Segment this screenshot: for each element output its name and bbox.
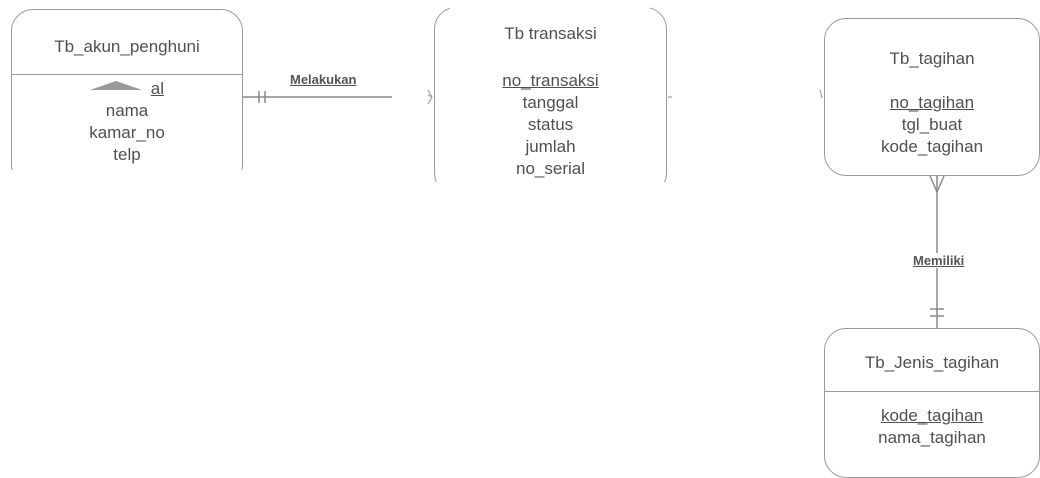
memiliki-many-mark-b <box>936 175 945 193</box>
attribute-nama-tagihan: nama_tagihan <box>878 428 986 447</box>
attribute-tanggal: tanggal <box>522 93 579 112</box>
attribute-kamar-no: kamar_no <box>89 123 165 142</box>
memiliki-many-mark-a <box>929 175 938 193</box>
entity-title: Tb transaksi <box>504 24 597 43</box>
attribute-kode-tagihan: kode_tagihan <box>880 137 984 156</box>
entity-divider <box>825 391 1039 392</box>
attribute-no-tagihan: no_tagihan <box>889 93 975 112</box>
attribute-nama: nama <box>105 101 149 120</box>
relationship-label-memiliki: Memiliki <box>911 253 967 268</box>
attribute-tgl-buat: tgl_buat <box>901 115 963 134</box>
tagihan-left-stub <box>819 89 823 99</box>
entity-tagihan[interactable]: Tb_tagihan no_tagihan tgl_buat kode_tagi… <box>824 18 1040 176</box>
relationship-label-melakukan: Melakukan <box>290 72 357 87</box>
entity-akun-penghuni[interactable]: Tb_akun_penghuni al nama kamar_no telp <box>11 9 243 187</box>
entity-transaksi[interactable]: Tb transaksi no_transaksi tanggal status… <box>434 7 667 195</box>
attribute-telp: telp <box>113 145 141 164</box>
border-fade-akun-bottom <box>11 170 243 190</box>
attribute-list: al nama kamar_no telp <box>12 78 242 166</box>
attribute-no-transaksi: no_transaksi <box>502 71 599 90</box>
border-fade-transaksi-top <box>450 5 650 9</box>
entity-title: Tb_Jenis_tagihan <box>864 353 1000 372</box>
attribute-status: status <box>527 115 574 134</box>
melakukan-many-mark-b <box>427 96 433 105</box>
attribute-jumlah: jumlah <box>525 137 576 156</box>
entity-jenis-tagihan[interactable]: Tb_Jenis_tagihan kode_tagihan nama_tagih… <box>824 328 1040 478</box>
attribute-list: no_tagihan tgl_buat kode_tagihan <box>825 92 1039 158</box>
entity-divider <box>12 74 242 75</box>
entity-title: Tb_akun_penghuni <box>54 37 200 56</box>
attribute-no-serial: no_serial <box>516 159 585 178</box>
attribute-list: no_transaksi tanggal status jumlah no_se… <box>435 70 666 180</box>
melakukan-many-mark-a <box>427 89 433 98</box>
attribute-kode-tagihan: kode_tagihan <box>880 406 984 425</box>
attribute-list: kode_tagihan nama_tagihan <box>825 405 1039 449</box>
melakukan-many-mark-c <box>427 94 433 98</box>
entity-title: Tb_tagihan <box>889 49 975 68</box>
key-icon <box>90 81 143 91</box>
relationship-lines <box>243 89 945 330</box>
border-fade-transaksi-bottom <box>434 182 667 198</box>
attribute-key: al <box>12 78 242 100</box>
